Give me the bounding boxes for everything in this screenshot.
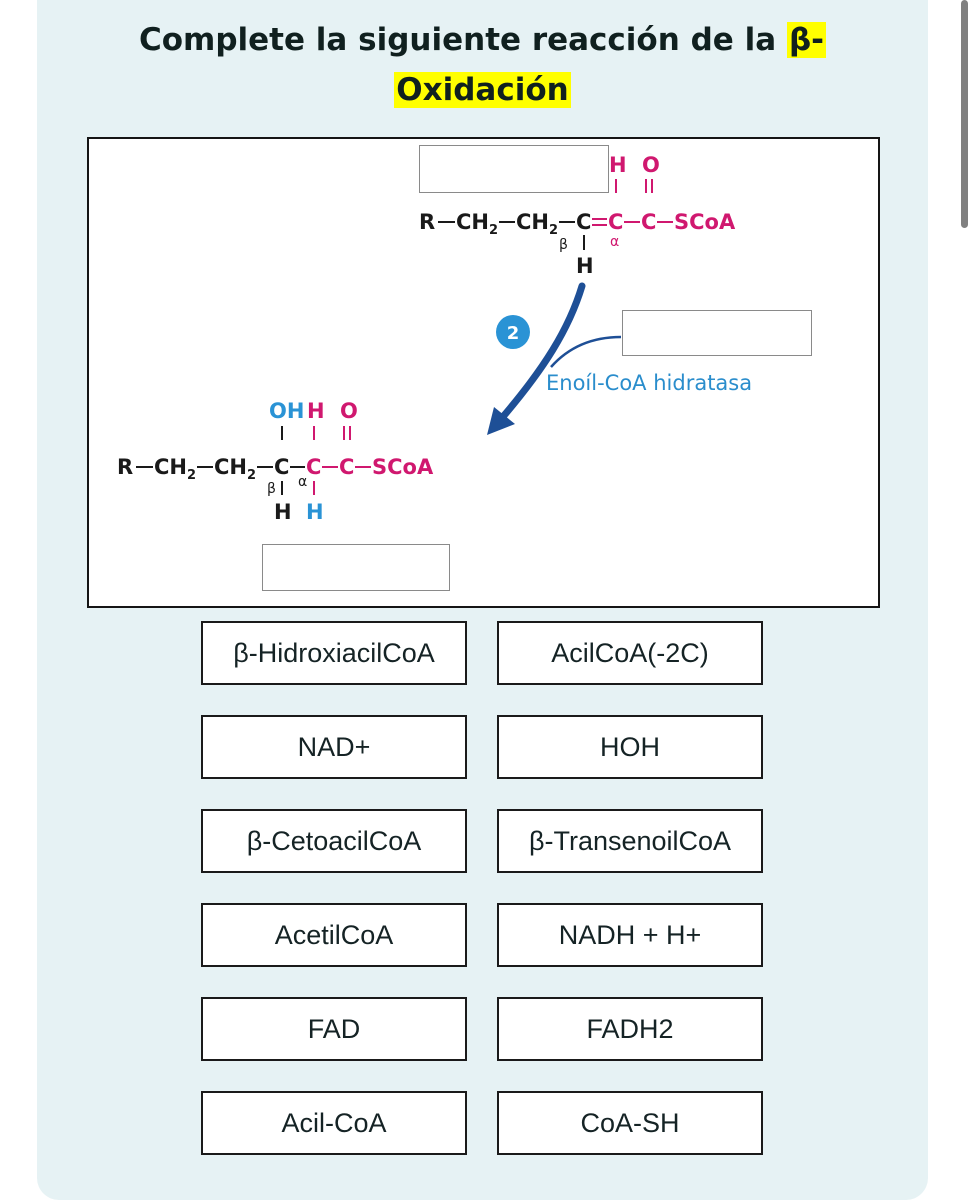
cosubstrate-arrow [550, 335, 622, 368]
title-text: Complete la siguiente reacción de la [138, 22, 787, 58]
product-drop-zone[interactable] [262, 544, 450, 591]
option-hoh[interactable]: HOH [497, 715, 763, 779]
prod-beta-label: β [267, 481, 276, 497]
arrow-head-icon [487, 407, 515, 435]
option-acilcoa-minus-2c[interactable]: AcilCoA(-2C) [497, 621, 763, 685]
prod-OH: OH [269, 399, 304, 423]
sub-SCoA: SCoA [674, 210, 736, 234]
option-fad[interactable]: FAD [201, 997, 467, 1061]
prod-O-top: O [340, 399, 358, 423]
reaction-diagram: R CH2 CH2 C C C SCoA H O β H α [87, 137, 880, 608]
step-number: 2 [507, 323, 520, 344]
sub-beta-H: H [576, 254, 594, 278]
sub-H-top: H [609, 153, 627, 177]
reaction-arrow [497, 282, 586, 423]
option-beta-transenoilcoa[interactable]: β-TransenoilCoA [497, 809, 763, 873]
sub-CH2-1: CH2 [456, 210, 498, 238]
prod-C-carbonyl: C [339, 455, 354, 479]
question-title-line2: Oxidación [37, 72, 928, 108]
prod-H-bottom-1: H [274, 500, 292, 524]
reaction-svg: R CH2 CH2 C C C SCoA H O β H α [117, 153, 736, 524]
step-badge [496, 315, 530, 349]
option-acetilcoa[interactable]: AcetilCoA [201, 903, 467, 967]
scrollbar-thumb[interactable] [961, 0, 968, 228]
prod-R: R [117, 455, 133, 479]
option-beta-cetoacilcoa[interactable]: β-CetoacilCoA [201, 809, 467, 873]
sub-O-top: O [642, 153, 660, 177]
sub-beta-label: β [559, 237, 568, 253]
title-highlight-2: Oxidación [394, 72, 571, 108]
sub-alpha-label: α [610, 234, 619, 250]
prod-CH2-1: CH2 [154, 455, 196, 483]
prod-CH2-2: CH2 [214, 455, 256, 483]
prod-alpha-label: α [298, 474, 307, 490]
prod-C-alpha: C [306, 455, 321, 479]
title-highlight: β- [786, 22, 827, 58]
sub-C-carbonyl: C [641, 210, 656, 234]
enzyme-label: Enoíl-CoA hidratasa [546, 371, 753, 395]
prod-C-beta: C [274, 455, 289, 479]
cosubstrate-drop-zone[interactable] [622, 310, 812, 356]
option-beta-hidroxiacilcoa[interactable]: β-HidroxiacilCoA [201, 621, 467, 685]
prod-H-bottom-2: H [306, 500, 324, 524]
option-fadh2[interactable]: FADH2 [497, 997, 763, 1061]
option-acil-coa[interactable]: Acil-CoA [201, 1091, 467, 1155]
sub-C-beta: C [576, 210, 591, 234]
substrate-drop-zone[interactable] [419, 145, 609, 193]
option-nadh-h-plus[interactable]: NADH + H+ [497, 903, 763, 967]
prod-H-top: H [307, 399, 325, 423]
sub-R: R [419, 210, 435, 234]
option-coa-sh[interactable]: CoA-SH [497, 1091, 763, 1155]
question-title-line1: Complete la siguiente reacción de la β- [37, 22, 928, 58]
prod-SCoA: SCoA [372, 455, 434, 479]
sub-C-alpha: C [608, 210, 623, 234]
option-nad-plus[interactable]: NAD+ [201, 715, 467, 779]
sub-CH2-2: CH2 [516, 210, 558, 238]
